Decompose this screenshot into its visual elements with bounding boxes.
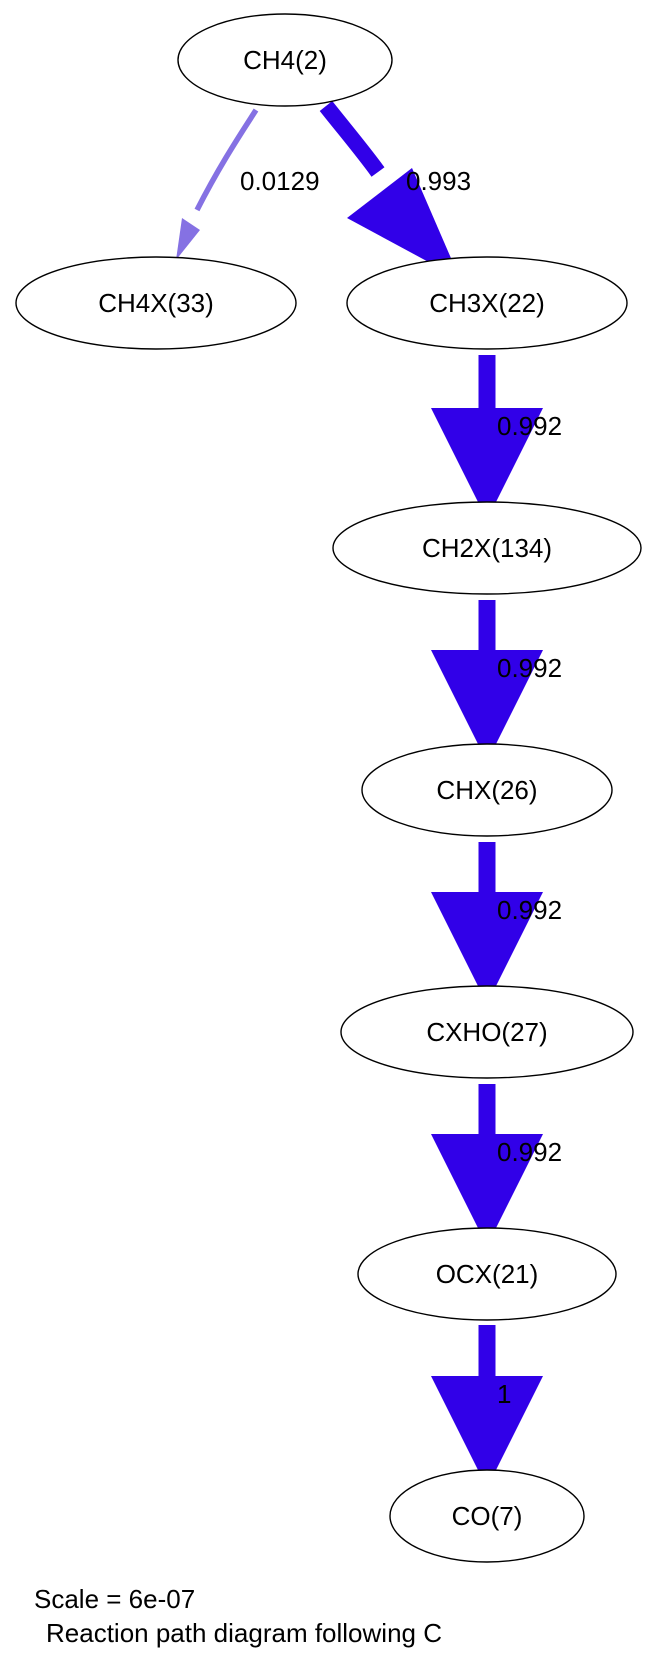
diagram-caption: Reaction path diagram following C: [46, 1618, 442, 1648]
node-ellipse: [15, 256, 297, 350]
node-cxho: CXHO(27): [340, 985, 634, 1079]
node-ellipse: [346, 256, 628, 350]
node-label: CH3X(22): [429, 288, 545, 318]
edge-ocx-co: 1: [431, 1325, 543, 1488]
node-ch2x: CH2X(134): [332, 501, 642, 595]
edge-arrowhead: [431, 1376, 543, 1488]
node-ellipse: [389, 1469, 585, 1563]
node-label: CH2X(134): [422, 533, 552, 563]
edge-ch4-ch3x: 0.993: [319, 101, 471, 279]
node-ellipse: [357, 1227, 617, 1321]
node-ellipse: [340, 985, 634, 1079]
node-label: CH4(2): [243, 45, 327, 75]
edge-ch2x-chx: 0.992: [431, 600, 562, 762]
node-ellipse: [332, 501, 642, 595]
edge-label: 0.992: [497, 411, 562, 441]
node-ch4x: CH4X(33): [15, 256, 297, 350]
node-label: CH4X(33): [98, 288, 214, 318]
edge-label: 0.992: [497, 653, 562, 683]
edge-arrowhead: [176, 218, 200, 260]
node-ellipse: [361, 743, 613, 837]
edge-label: 1: [497, 1379, 511, 1409]
node-chx: CHX(26): [361, 743, 613, 837]
node-label: CO(7): [452, 1501, 523, 1531]
node-ch3x: CH3X(22): [346, 256, 628, 350]
edge-ch3x-ch2x: 0.992: [431, 355, 562, 520]
node-ellipse: [177, 13, 393, 107]
scale-label: Scale = 6e-07: [34, 1584, 195, 1614]
node-co: CO(7): [389, 1469, 585, 1563]
node-label: CHX(26): [436, 775, 537, 805]
edge-chx-cxho: 0.992: [431, 842, 562, 1004]
node-ocx: OCX(21): [357, 1227, 617, 1321]
node-label: CXHO(27): [426, 1017, 547, 1047]
edge-arrowhead: [431, 650, 543, 762]
node-ch4: CH4(2): [177, 13, 393, 107]
edge-arrowhead: [431, 408, 543, 520]
node-label: OCX(21): [436, 1259, 539, 1289]
edge-arrowhead: [431, 892, 543, 1004]
edge-ch4-ch4x: 0.0129: [176, 108, 320, 260]
edge-arrowhead: [431, 1134, 543, 1246]
edge-label: 0.992: [497, 1137, 562, 1167]
edge-label: 0.0129: [240, 166, 320, 196]
edge-line: [319, 101, 385, 177]
edge-cxho-ocx: 0.992: [431, 1084, 562, 1246]
edge-label: 0.992: [497, 895, 562, 925]
edge-line: [194, 108, 259, 212]
edge-label: 0.993: [406, 166, 471, 196]
edge-arrowhead: [347, 168, 460, 279]
